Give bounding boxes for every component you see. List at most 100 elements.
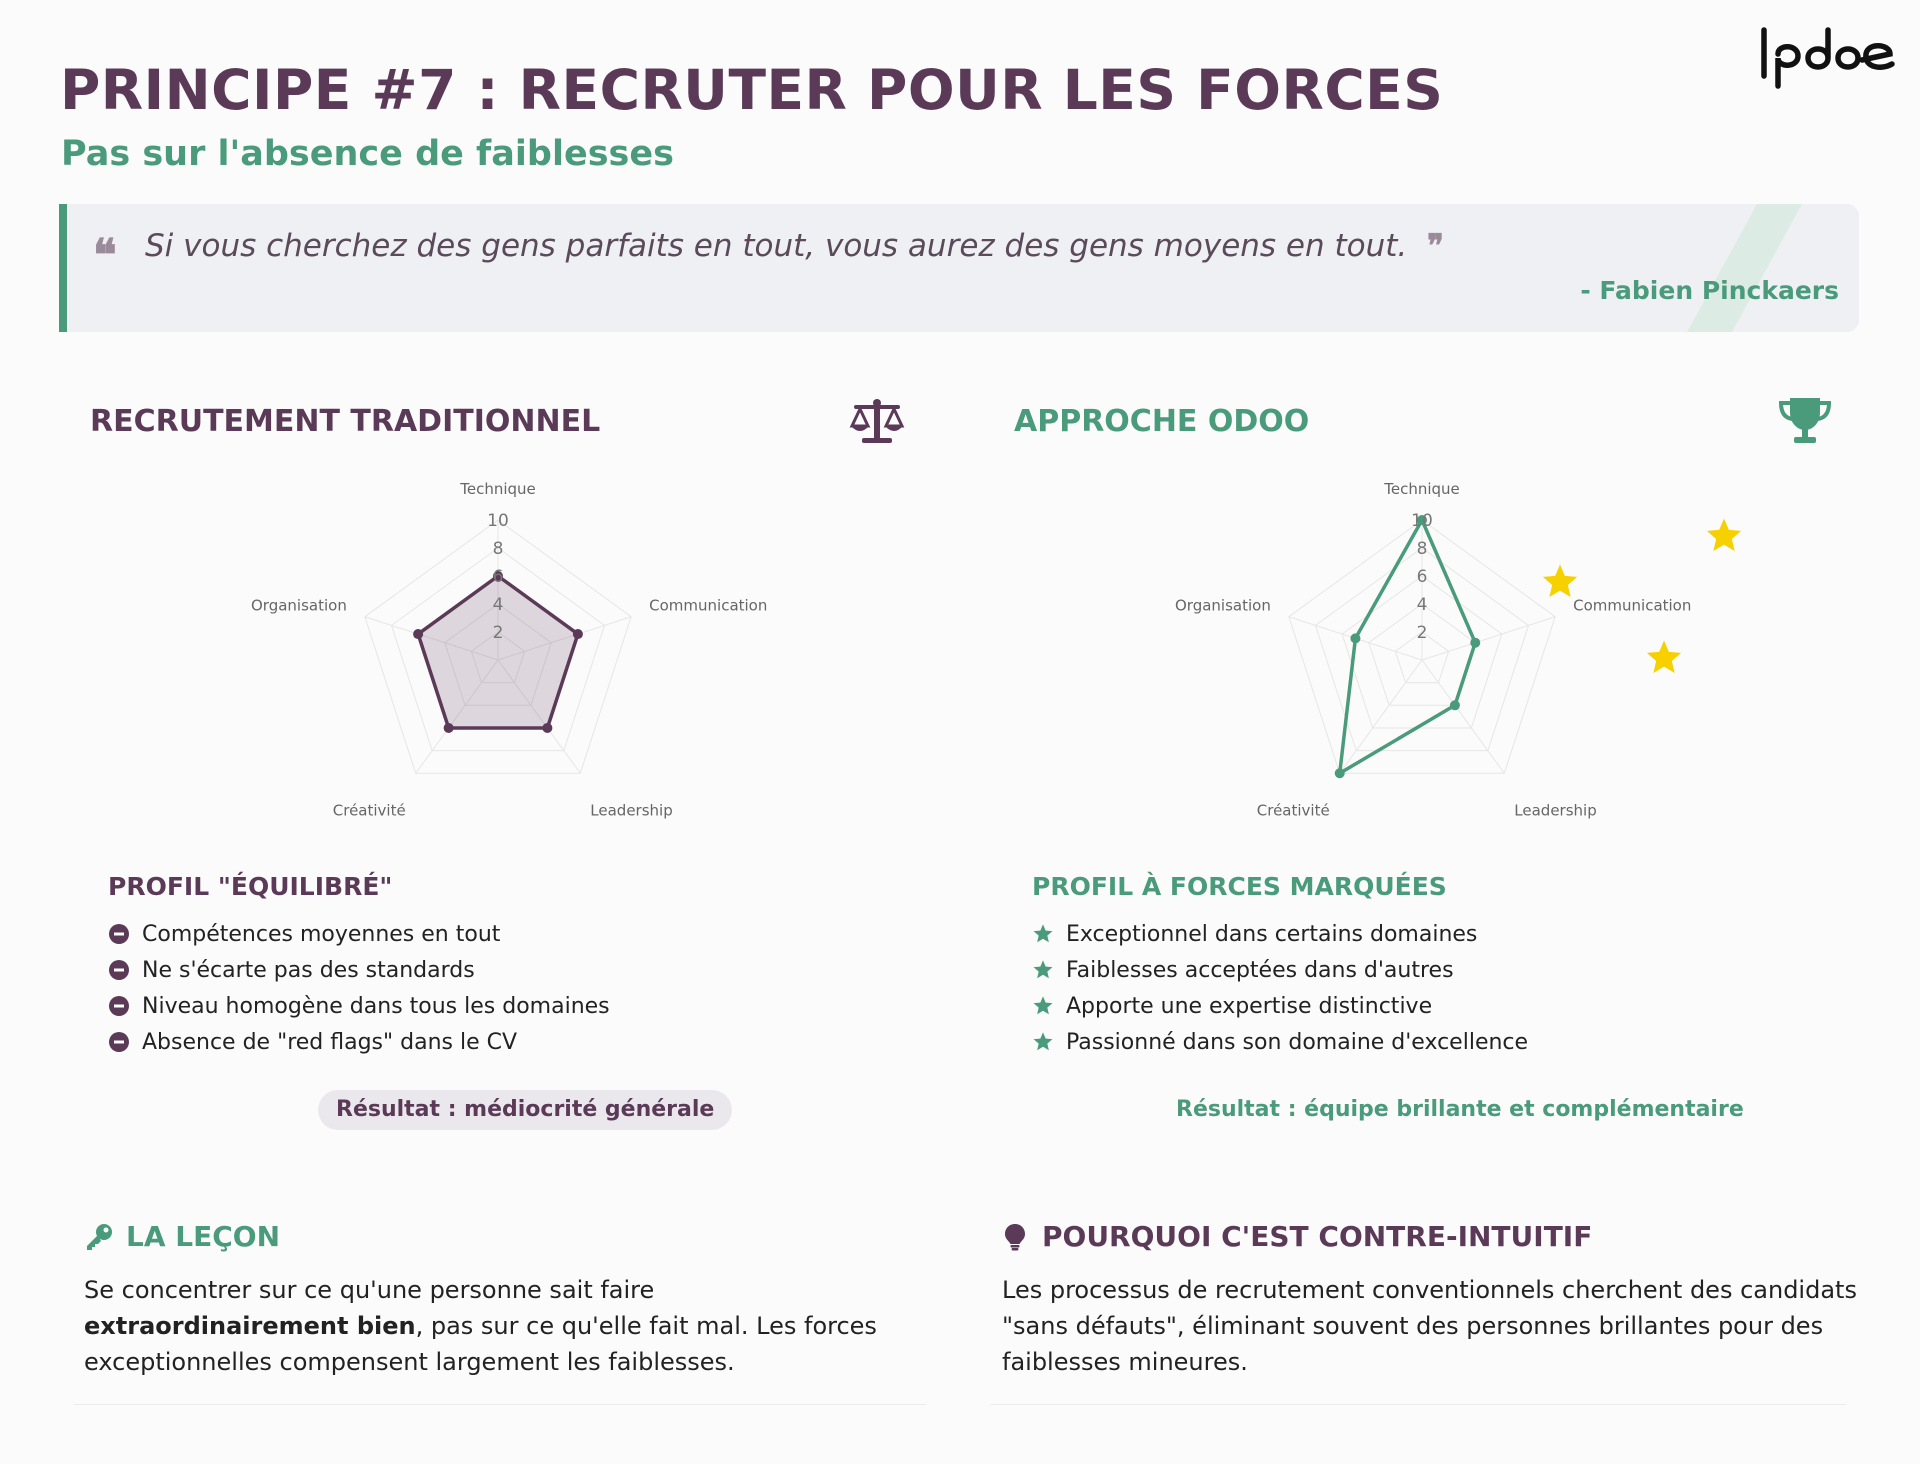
quote-open-icon: ❝ <box>93 230 117 281</box>
odoo-profile-title: PROFIL À FORCES MARQUÉES <box>1032 872 1447 901</box>
radar-spoke <box>1339 659 1423 774</box>
radar-grid-ring <box>390 547 606 752</box>
radar-data-point <box>572 629 583 640</box>
radar-data-point <box>542 722 553 733</box>
radar-spoke <box>415 659 499 774</box>
page-title: PRINCIPE #7 : RECRUTER POUR LES FORCES <box>60 58 1444 122</box>
radar-tick-label: 8 <box>493 539 504 559</box>
list-item-text: Apporte une expertise distinctive <box>1066 993 1433 1019</box>
quote-close-icon: ❞ <box>1427 228 1444 264</box>
radar-series-area <box>1337 518 1478 776</box>
balance-scale-icon <box>849 399 905 443</box>
lesson-text-after: , pas sur ce qu'elle fait mal. Les force… <box>84 1312 877 1376</box>
radar-grid-ring <box>1314 547 1530 752</box>
trophy-icon <box>1778 398 1832 443</box>
lesson-text-before: Se concentrer sur ce qu'une personne sai… <box>84 1276 655 1304</box>
quote-text: Si vous cherchez des gens parfaits en to… <box>145 228 1444 264</box>
radar-axis-label: Créativité <box>1257 801 1330 819</box>
list-item: Exceptionnel dans certains domaines <box>1032 916 1528 952</box>
radar-axis-label: Communication <box>649 597 767 615</box>
traditional-title: RECRUTEMENT TRADITIONNEL <box>90 404 601 439</box>
radar-grid-ring <box>470 631 526 684</box>
lesson-title: LA LEÇON <box>84 1220 280 1253</box>
lesson-text: Se concentrer sur ce qu'une personne sai… <box>84 1272 924 1380</box>
radar-axis-label: Organisation <box>251 597 347 615</box>
minus-circle-icon <box>109 1032 129 1052</box>
radar-chart-traditional: 246810TechniqueCommunicationLeadershipCr… <box>251 480 767 819</box>
odoo-title: APPROCHE ODOO <box>1014 404 1310 439</box>
quote-author: - Fabien Pinckaers <box>1580 276 1839 305</box>
lesson-title-text: LA LEÇON <box>126 1220 281 1253</box>
radar-grid-ring <box>444 603 552 706</box>
list-item: Ne s'écarte pas des standards <box>108 952 610 988</box>
traditional-list: Compétences moyennes en tout Ne s'écarte… <box>108 916 610 1060</box>
minus-circle-icon <box>109 960 129 980</box>
star-icon <box>1033 960 1053 979</box>
radar-axis-label: Communication <box>1573 597 1691 615</box>
radar-series-area <box>416 574 580 730</box>
radar-data-point <box>1470 637 1481 648</box>
decorative-stripe <box>1687 204 1802 332</box>
list-item-text: Passionné dans son domaine d'excellence <box>1066 1029 1529 1055</box>
counter-title-text: POURQUOI C'EST CONTRE-INTUITIF <box>1042 1220 1593 1253</box>
brand-logo <box>1761 27 1895 89</box>
radar-spoke <box>497 616 632 661</box>
radar-data-point <box>413 629 424 640</box>
radar-spoke <box>364 616 499 661</box>
odoo-result-text: Résultat : équipe brillante et complémen… <box>1176 1097 1744 1122</box>
star-icon <box>1033 924 1053 943</box>
radar-grid-ring <box>1341 575 1503 729</box>
radar-data-point <box>1334 768 1345 779</box>
radar-data-point <box>1350 633 1361 644</box>
divider <box>74 1404 926 1405</box>
lightbulb-icon <box>1005 1223 1025 1250</box>
radar-tick-label: 4 <box>1417 595 1428 615</box>
quote-text-content: Si vous cherchez des gens parfaits en to… <box>145 228 1408 264</box>
radar-tick-label: 10 <box>1411 511 1433 531</box>
radar-chart-odoo: 246810TechniqueCommunicationLeadershipCr… <box>1175 480 1691 819</box>
list-item-text: Faiblesses acceptées dans d'autres <box>1066 957 1454 983</box>
radar-tick-label: 2 <box>493 623 504 643</box>
key-icon <box>87 1223 112 1250</box>
list-item-text: Exceptionnel dans certains domaines <box>1066 921 1478 947</box>
radar-data-point <box>1417 515 1427 525</box>
divider <box>990 1404 1846 1405</box>
list-item: Passionné dans son domaine d'excellence <box>1032 1024 1528 1060</box>
list-item-text: Absence de "red flags" dans le CV <box>142 1029 518 1055</box>
radar-axis-label: Leadership <box>1514 801 1596 819</box>
radar-tick-label: 8 <box>1417 539 1428 559</box>
list-item: Absence de "red flags" dans le CV <box>108 1024 610 1060</box>
star-icon <box>1033 1032 1053 1051</box>
list-item: Niveau homogène dans tous les domaines <box>108 988 610 1024</box>
list-item-text: Niveau homogène dans tous les domaines <box>142 993 610 1019</box>
radar-tick-label: 6 <box>1417 567 1428 587</box>
radar-tick-label: 4 <box>493 595 504 615</box>
odoo-list: Exceptionnel dans certains domaines Faib… <box>1032 916 1528 1060</box>
radar-grid-ring <box>1288 519 1556 774</box>
quote-box: ❝ Si vous cherchez des gens parfaits en … <box>59 204 1859 332</box>
radar-spoke <box>1421 659 1505 774</box>
radar-axis-label: Technique <box>1383 480 1460 498</box>
list-item-text: Compétences moyennes en tout <box>142 921 501 947</box>
list-item-text: Ne s'écarte pas des standards <box>142 957 475 983</box>
star-icon <box>1646 640 1682 673</box>
radar-tick-label: 10 <box>487 511 509 531</box>
list-item: Apporte une expertise distinctive <box>1032 988 1528 1024</box>
radar-axis-label: Technique <box>459 480 536 498</box>
list-item: Compétences moyennes en tout <box>108 916 610 952</box>
radar-data-point <box>1449 700 1460 711</box>
star-icon <box>1542 564 1578 597</box>
radar-axis-label: Créativité <box>333 801 406 819</box>
radar-axis-label: Organisation <box>1175 597 1271 615</box>
counter-title: POURQUOI C'EST CONTRE-INTUITIF <box>1000 1220 1592 1253</box>
radar-grid-ring <box>1368 603 1476 706</box>
star-icon <box>1706 518 1742 551</box>
radar-grid-ring <box>364 519 632 774</box>
counter-text: Les processus de recrutement conventionn… <box>1002 1276 1857 1376</box>
traditional-result-badge: Résultat : médiocrité générale <box>318 1090 733 1130</box>
traditional-profile-title: PROFIL "ÉQUILIBRÉ" <box>108 872 393 901</box>
lesson-text-bold: extraordinairement bien <box>84 1312 416 1340</box>
list-item: Faiblesses acceptées dans d'autres <box>1032 952 1528 988</box>
page-subtitle: Pas sur l'absence de faiblesses <box>61 134 674 174</box>
